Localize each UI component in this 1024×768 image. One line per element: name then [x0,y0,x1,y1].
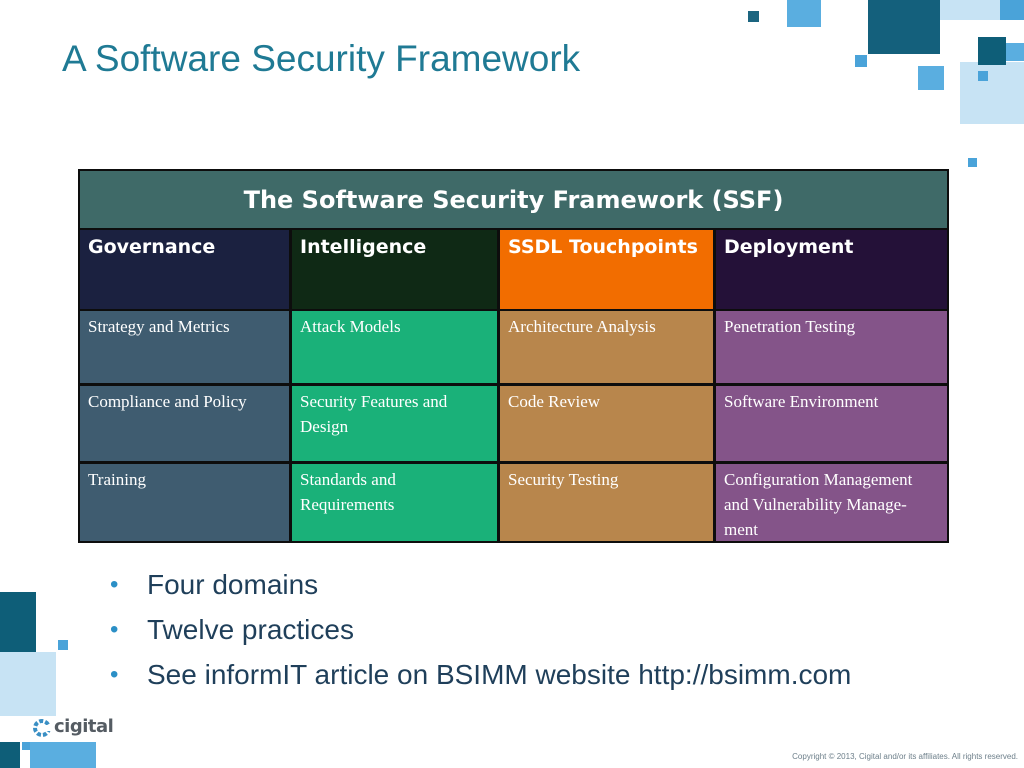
deco-square [748,11,759,22]
cigital-logo-icon [33,719,52,737]
domain-header-deployment: Deployment [716,230,947,309]
practice-cell: Security Testing [500,464,713,541]
deco-square [855,55,867,67]
bullet-item: • Twelve practices [110,611,851,656]
practice-cell: Security Features and Design [292,386,497,461]
bullet-text: Four domains [147,569,319,600]
domain-header-ssdl-touchpoints: SSDL Touchpoints [500,230,713,309]
practice-cell: Software Environment [716,386,947,461]
bullet-text: Twelve practices [147,614,354,645]
practice-cell: Compliance and Policy [80,386,289,461]
domain-header-intelligence: Intelligence [292,230,497,309]
slide-title: A Software Security Framework [62,38,581,79]
deco-square [30,742,96,768]
bullet-item: • See informIT article on BSIMM website h… [110,656,851,701]
ssf-table-heading: The Software Security Framework (SSF) [80,171,947,228]
deco-square [1000,43,1024,61]
deco-square [22,742,30,750]
deco-square [978,71,988,81]
bullet-icon: • [110,616,119,643]
bullet-icon: • [110,571,119,598]
bullet-icon: • [110,661,119,688]
domain-header-governance: Governance [80,230,289,309]
practice-cell: Training [80,464,289,541]
practice-cell: Code Review [500,386,713,461]
deco-square [960,62,1024,124]
deco-square [918,66,944,90]
practice-cell: Penetration Testing [716,311,947,383]
deco-square [0,592,36,652]
practice-cell: Configuration Management and Vulnerabili… [716,464,947,541]
logo-text: cigital [54,716,114,737]
deco-square [58,640,68,650]
bullet-text: See informIT article on BSIMM website ht… [147,659,852,690]
bullet-list: • Four domains • Twelve practices • See inf… [110,566,851,701]
practice-cell: Architecture Analysis [500,311,713,383]
deco-square [0,742,20,768]
deco-square [0,652,56,716]
practice-cell: Standards and Requirements [292,464,497,541]
practice-cell: Strategy and Metrics [80,311,289,383]
deco-square [940,0,1000,20]
copyright-notice: Copyright © 2013, Cigital and/or its aff… [792,752,1018,761]
deco-square [868,0,940,54]
deco-square [968,158,977,167]
ssf-table: The Software Security Framework (SSF) Go… [78,169,949,543]
deco-square [787,0,821,27]
bullet-item: • Four domains [110,566,851,611]
deco-square [1000,0,1024,20]
deco-square [978,37,1006,65]
practice-cell: Attack Models [292,311,497,383]
